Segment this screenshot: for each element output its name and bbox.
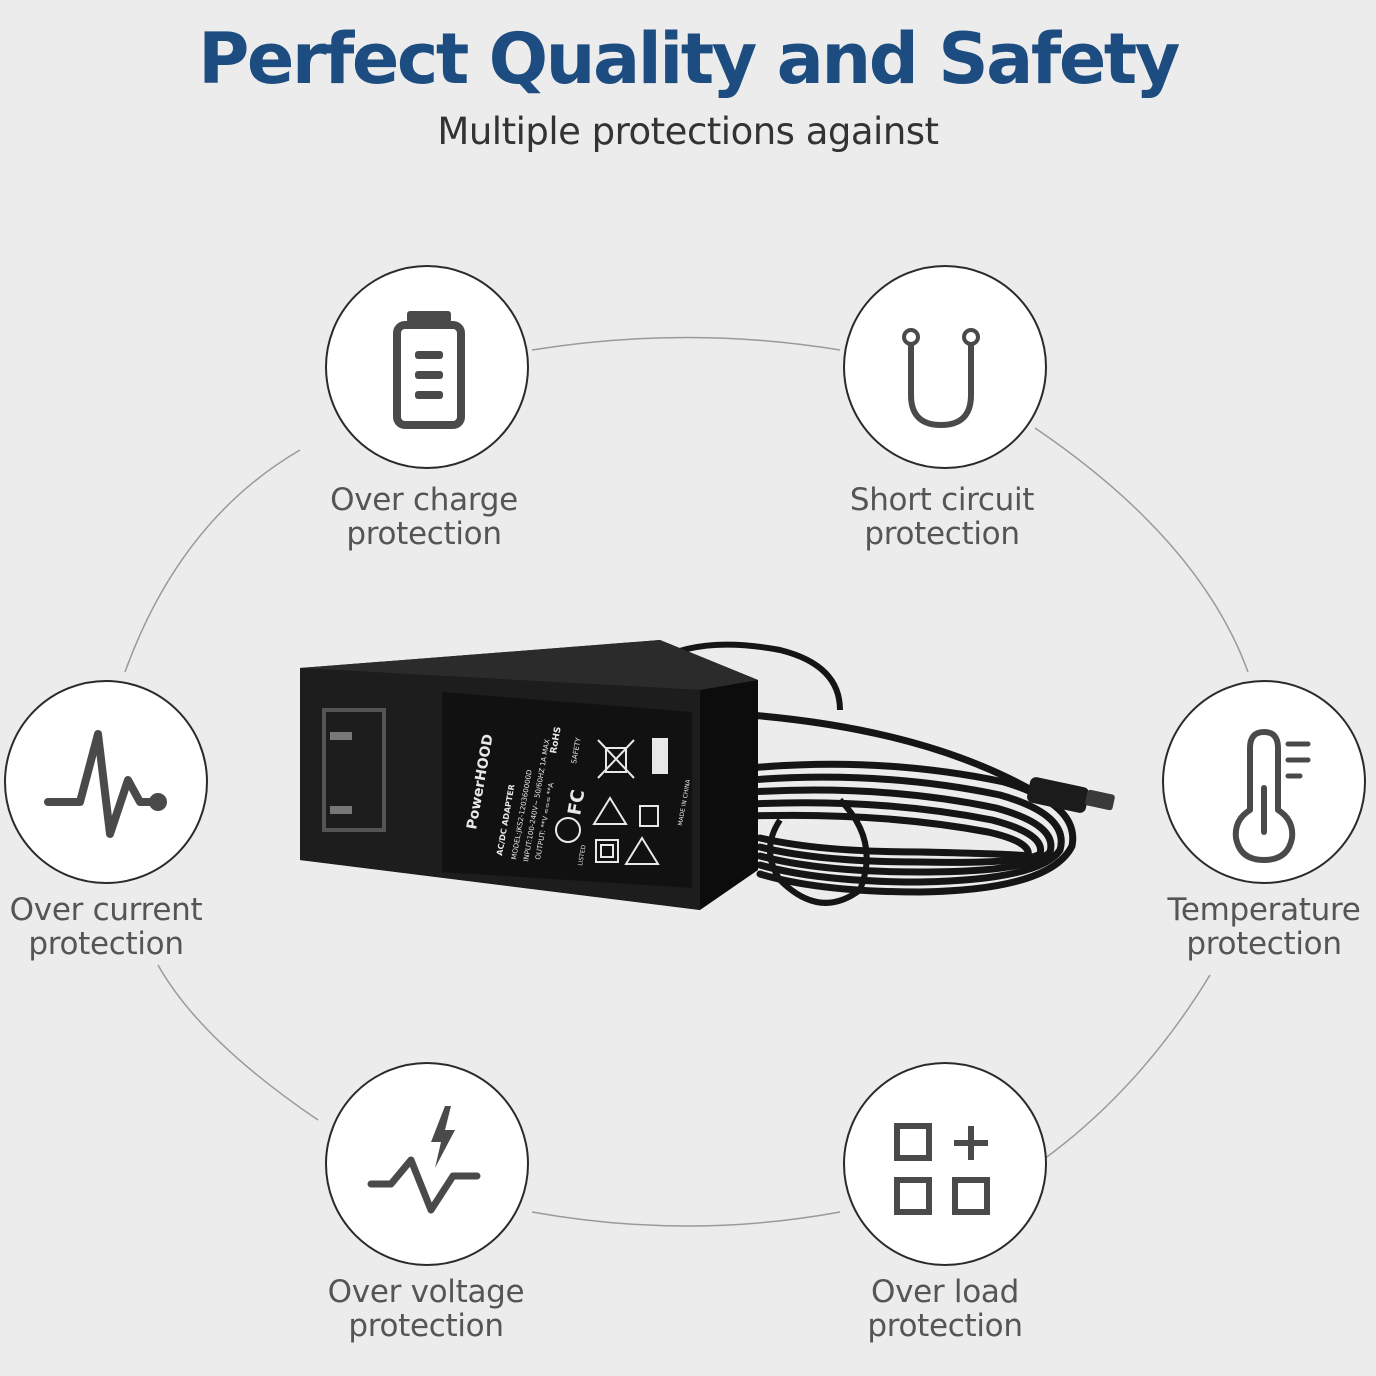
feature-label-over-charge: Over charge protection (274, 483, 574, 551)
feature-over-voltage (325, 1062, 529, 1266)
adapter-body-top (300, 640, 758, 690)
arc-top-right (1034, 427, 1249, 673)
cable-coil-3 (746, 799, 1045, 866)
fcc-label: FC (564, 788, 589, 817)
page-subtitle: Multiple protections against (437, 110, 939, 153)
feature-over-current (4, 680, 208, 884)
feature-label-line2: protection (867, 1308, 1023, 1344)
feature-label-over-current: Over current protection (0, 893, 256, 961)
rohs-label: RoHS (549, 726, 564, 754)
arc-top (531, 336, 841, 351)
feature-label-line1: Temperature (1167, 892, 1361, 928)
feature-label-line2: protection (28, 926, 184, 962)
weee-bin-icon (597, 739, 635, 779)
feature-label-short-circuit: Short circuit protection (792, 483, 1092, 551)
ul-mark-icon (555, 817, 581, 843)
indoor-use-icon (639, 805, 659, 827)
page-title: Perfect Quality and Safety (198, 18, 1180, 100)
cable-to-plug (749, 711, 1042, 799)
cable-coil-4 (746, 811, 1032, 860)
grid-plus-icon (894, 1123, 990, 1215)
feature-label-line2: protection (1186, 926, 1342, 962)
feature-temperature (1162, 680, 1366, 884)
arc-top-left (124, 449, 301, 673)
label-white-block (652, 738, 668, 774)
battery-icon (393, 311, 465, 429)
feature-over-charge (325, 265, 529, 469)
warning-triangle-icon-2 (624, 836, 660, 865)
arc-bottom (531, 1211, 841, 1227)
u-circuit-icon (902, 328, 980, 429)
feature-label-temperature: Temperature protection (1114, 893, 1376, 961)
feature-label-line2: protection (864, 516, 1020, 552)
cable-tie-loop (767, 797, 870, 906)
arc-bottom-left (157, 964, 319, 1121)
power-adapter: PowerHOOD AC/DC ADAPTER MODEL:JKS2-12036… (300, 640, 1115, 910)
adapter-label-panel (442, 692, 692, 888)
feature-short-circuit (843, 265, 1047, 469)
cable-coil-5 (746, 760, 1077, 896)
dc-plug (1027, 777, 1115, 813)
plug-prongs (322, 708, 386, 832)
feature-label-line1: Over charge (330, 482, 518, 518)
warning-triangle-icon-1 (592, 796, 628, 825)
feature-label-line1: Over voltage (327, 1274, 525, 1310)
feature-label-line1: Over current (9, 892, 203, 928)
feature-label-line2: protection (346, 516, 502, 552)
feature-label-line2: protection (348, 1308, 504, 1344)
pulse-icon (44, 730, 167, 838)
feature-over-load (843, 1062, 1047, 1266)
ul-listed-label: LISTED (577, 844, 588, 866)
voltage-spike-icon (367, 1106, 481, 1214)
cable-coil-2 (746, 786, 1055, 876)
feature-label-line1: Short circuit (849, 482, 1035, 518)
warning-symbols (592, 739, 660, 865)
double-insulation-icon (595, 839, 619, 863)
arc-bottom-right (1039, 974, 1211, 1163)
thermometer-icon (1232, 729, 1311, 863)
feature-label-over-load: Over load protection (795, 1275, 1095, 1343)
feature-label-over-voltage: Over voltage protection (276, 1275, 576, 1343)
feature-label-line1: Over load (871, 1274, 1019, 1310)
